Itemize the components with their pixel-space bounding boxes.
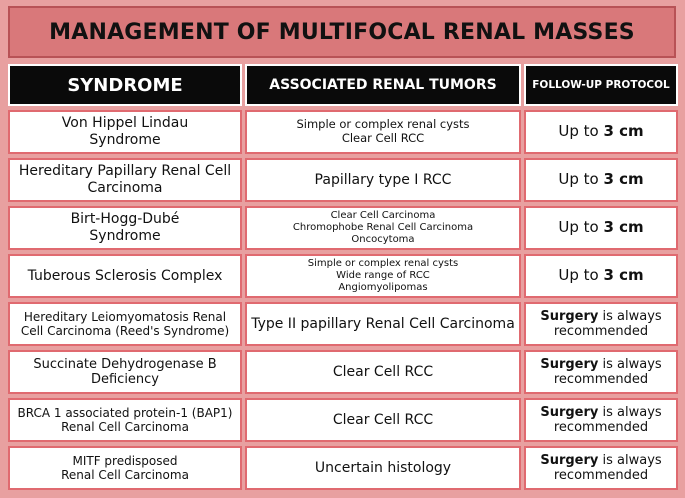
- protocol-emphasis: 3 cm: [603, 170, 644, 189]
- protocol-line: Up to 3 cm: [558, 266, 644, 285]
- protocol-emphasis: 3 cm: [603, 266, 644, 285]
- cell-line: Cell Carcinoma (Reed's Syndrome): [20, 324, 230, 338]
- protocol-line: Surgery is always: [540, 452, 662, 468]
- cell-line: Simple or complex renal cysts: [296, 117, 470, 132]
- protocol-emphasis: 3 cm: [603, 218, 644, 237]
- table-title: MANAGEMENT OF MULTIFOCAL RENAL MASSES: [49, 19, 635, 45]
- cell-line: Birt-Hogg-Dubé: [70, 211, 180, 228]
- cell-line: Papillary type I RCC: [314, 171, 452, 188]
- cell-line: Succinate Dehydrogenase B: [33, 356, 217, 372]
- cell-line: Simple or complex renal cysts: [307, 258, 459, 270]
- protocol-line: Up to 3 cm: [558, 218, 644, 237]
- protocol-emphasis: Surgery: [540, 404, 599, 420]
- header-associated-tumors: ASSOCIATED RENAL TUMORS: [245, 64, 521, 106]
- associated-tumors-cell: Clear Cell RCC: [245, 350, 521, 394]
- protocol-emphasis: Surgery: [540, 356, 599, 372]
- associated-tumors-cell: Clear Cell RCC: [245, 398, 521, 442]
- cell-line: Type II papillary Renal Cell Carcinoma: [251, 315, 515, 332]
- cell-line: MITF predisposed: [72, 453, 178, 468]
- protocol-line: Up to 3 cm: [558, 170, 644, 189]
- protocol-line: recommended: [553, 468, 649, 483]
- cell-line: Clear Cell Carcinoma: [330, 210, 436, 222]
- header-syndrome: SYNDROME: [8, 64, 242, 106]
- header-follow-up-protocol: FOLLOW-UP PROTOCOL: [524, 64, 678, 106]
- protocol-emphasis: Surgery: [540, 452, 599, 468]
- protocol-line: Surgery is always: [540, 404, 662, 420]
- protocol-line: Up to 3 cm: [558, 122, 644, 141]
- table-title-bar: MANAGEMENT OF MULTIFOCAL RENAL MASSES: [8, 6, 676, 58]
- follow-up-protocol-cell: Up to 3 cm: [524, 254, 678, 298]
- cell-line: Carcinoma: [87, 180, 163, 196]
- protocol-emphasis: 3 cm: [603, 122, 644, 141]
- cell-line: Syndrome: [89, 228, 161, 244]
- cell-line: Oncocytoma: [351, 233, 415, 245]
- cell-line: Von Hippel Lindau: [61, 115, 189, 132]
- protocol-line: recommended: [553, 324, 649, 339]
- follow-up-protocol-cell: Up to 3 cm: [524, 158, 678, 202]
- syndrome-cell: BRCA 1 associated protein-1 (BAP1)Renal …: [8, 398, 242, 442]
- protocol-line: Surgery is always: [540, 356, 662, 372]
- cell-line: Syndrome: [89, 132, 161, 148]
- cell-line: Uncertain histology: [314, 459, 452, 476]
- associated-tumors-cell: Uncertain histology: [245, 446, 521, 490]
- cell-line: Clear Cell RCC: [332, 363, 434, 380]
- cell-line: Clear Cell RCC: [341, 131, 425, 145]
- cell-line: Deficiency: [90, 372, 160, 387]
- cell-line: BRCA 1 associated protein-1 (BAP1): [17, 405, 233, 420]
- cell-line: Renal Cell Carcinoma: [61, 420, 189, 434]
- protocol-line: Surgery is always: [540, 308, 662, 324]
- protocol-line: recommended: [553, 372, 649, 387]
- associated-tumors-cell: Type II papillary Renal Cell Carcinoma: [245, 302, 521, 346]
- associated-tumors-cell: Papillary type I RCC: [245, 158, 521, 202]
- cell-line: Angiomyolipomas: [338, 281, 428, 293]
- cell-line: Hereditary Leiomyomatosis Renal: [23, 309, 227, 324]
- syndrome-cell: Tuberous Sclerosis Complex: [8, 254, 242, 298]
- cell-line: Clear Cell RCC: [332, 411, 434, 428]
- protocol-line: recommended: [553, 420, 649, 435]
- cell-line: Wide range of RCC: [336, 270, 430, 282]
- cell-line: Chromophobe Renal Cell Carcinoma: [292, 222, 474, 234]
- protocol-emphasis: Surgery: [540, 308, 599, 324]
- cell-line: Tuberous Sclerosis Complex: [27, 267, 223, 284]
- cell-line: Renal Cell Carcinoma: [61, 468, 189, 482]
- follow-up-protocol-cell: Up to 3 cm: [524, 110, 678, 154]
- cell-line: Hereditary Papillary Renal Cell: [18, 163, 232, 180]
- follow-up-protocol-cell: Up to 3 cm: [524, 206, 678, 250]
